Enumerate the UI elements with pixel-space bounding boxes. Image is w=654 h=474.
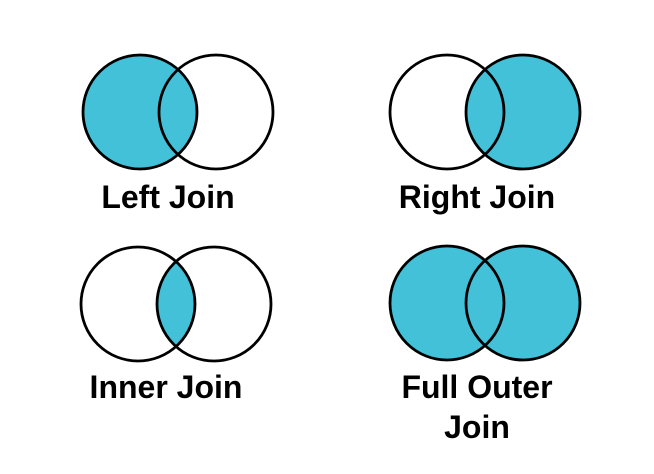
left-circle-outline — [388, 53, 506, 171]
venn-svg-left-join — [81, 53, 275, 171]
venn-diagram-left-join — [78, 51, 278, 173]
left-join-label: Left Join — [101, 179, 235, 215]
venn-svg-right-join — [388, 53, 582, 171]
right-circle-outline — [157, 53, 275, 171]
right-circle-outline — [464, 53, 582, 171]
right-circle-outline — [464, 244, 582, 362]
intersection-region-fill — [465, 260, 505, 346]
right-circle-outline — [155, 245, 273, 363]
intersection-region-fill — [156, 261, 196, 347]
full-outer-join-label: Full Outer Join — [401, 369, 553, 445]
venn-diagram-right-join — [385, 51, 585, 173]
venn-diagram-full-outer-join — [385, 242, 585, 364]
venn-svg-inner-join — [79, 245, 273, 363]
right-join-label: Right Join — [398, 179, 556, 215]
venn-diagram-inner-join — [76, 243, 276, 365]
left-circle-outline — [81, 53, 199, 171]
left-circle-outline — [388, 244, 506, 362]
venn-svg-full-outer-join — [388, 244, 582, 362]
inner-join-label: Inner Join — [89, 369, 243, 405]
intersection-region-fill — [465, 69, 505, 155]
left-circle-outline — [79, 245, 197, 363]
intersection-region-fill — [158, 69, 198, 155]
